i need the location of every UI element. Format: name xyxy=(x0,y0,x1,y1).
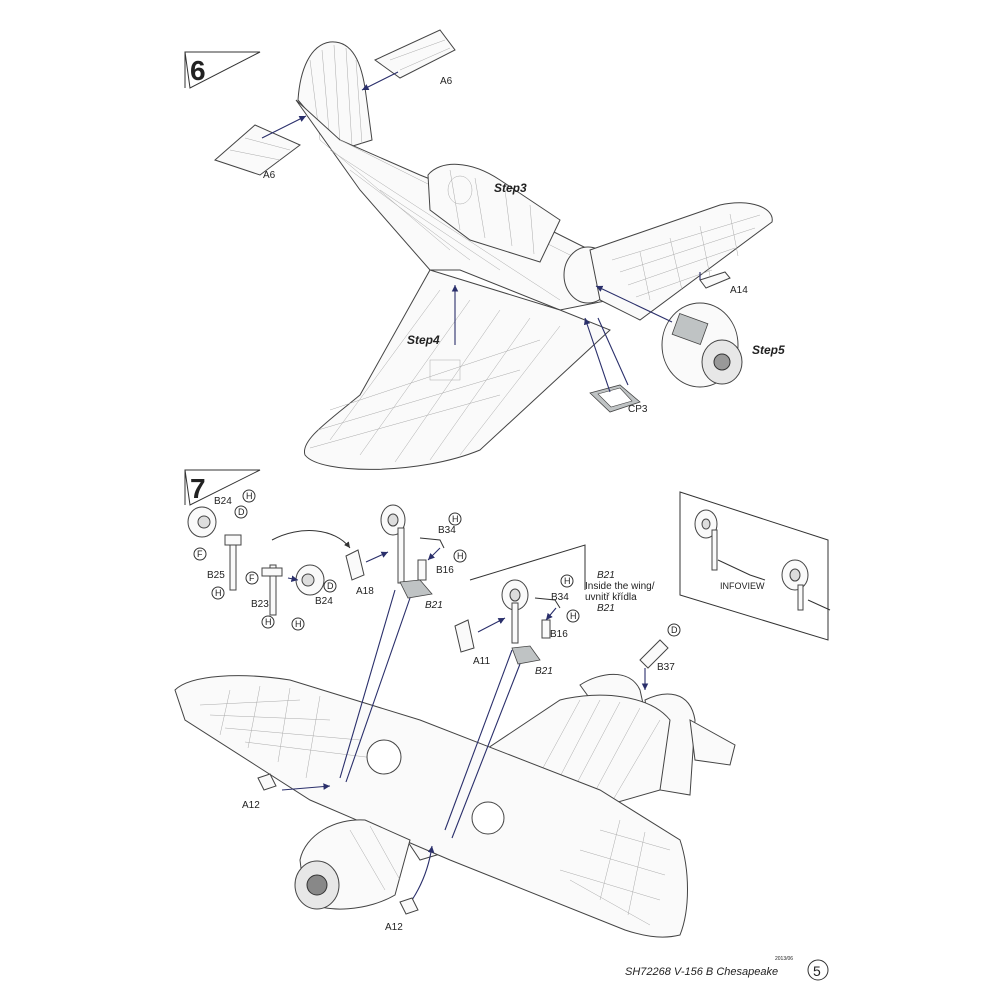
label-b24-b: B24 xyxy=(315,596,333,607)
svg-text:H: H xyxy=(457,551,464,561)
b37-part: D xyxy=(639,623,681,690)
step-7-number: 7 xyxy=(190,473,206,504)
step-7-aircraft xyxy=(174,673,736,938)
svg-text:H: H xyxy=(564,576,571,586)
svg-text:D: D xyxy=(327,581,334,591)
infoview-inset: INFOVIEW xyxy=(679,491,831,641)
label-a18: A18 xyxy=(356,586,374,597)
label-b34-b: B34 xyxy=(551,592,569,603)
step-6-arrows xyxy=(261,71,701,393)
label-a14: A14 xyxy=(730,285,748,296)
svg-text:B21: B21 xyxy=(597,570,615,581)
page-footer: 2013/06 SH72268 V-156 B Chesapeake 5 xyxy=(625,956,829,981)
step-7-center-gear-parts xyxy=(345,504,445,599)
label-a12-a: A12 xyxy=(242,800,260,811)
label-b16-b: B16 xyxy=(550,629,568,640)
svg-text:H: H xyxy=(295,619,302,629)
label-step3: Step3 xyxy=(494,181,527,195)
label-b25: B25 xyxy=(207,570,225,581)
svg-text:H: H xyxy=(452,514,459,524)
footer-title: SH72268 V-156 B Chesapeake xyxy=(625,966,778,978)
label-step4: Step4 xyxy=(407,333,440,347)
svg-text:D: D xyxy=(238,507,245,517)
label-cp3: CP3 xyxy=(628,404,648,415)
inside-wing-note: B21 Inside the wing/ uvnitř křídla B21 xyxy=(585,570,655,614)
step-7-right-gear-group xyxy=(454,544,586,665)
label-b24-a: B24 xyxy=(214,496,232,507)
label-step5: Step5 xyxy=(752,343,785,357)
step-7-left-landing-gear-parts xyxy=(187,506,351,616)
label-b37: B37 xyxy=(657,662,675,673)
step-7-header: 7 xyxy=(184,469,261,506)
a12-parts xyxy=(257,773,419,915)
page-number: 5 xyxy=(813,963,821,979)
label-b21-a: B21 xyxy=(425,600,443,611)
label-a12-b: A12 xyxy=(385,922,403,933)
svg-text:D: D xyxy=(671,625,678,635)
label-a11: A11 xyxy=(473,656,490,667)
step-6-header: 6 xyxy=(184,51,261,89)
svg-text:H: H xyxy=(246,491,253,501)
label-a6-left: A6 xyxy=(263,170,276,181)
svg-text:B21: B21 xyxy=(597,603,615,614)
svg-text:Inside the wing/: Inside the wing/ xyxy=(585,581,655,592)
footer-date: 2013/06 xyxy=(775,956,793,962)
svg-text:F: F xyxy=(249,573,255,583)
label-b21-b: B21 xyxy=(535,666,553,677)
svg-text:H: H xyxy=(570,611,577,621)
svg-text:uvnitř křídla: uvnitř křídla xyxy=(585,592,637,603)
svg-text:H: H xyxy=(265,617,272,627)
infoview-label: INFOVIEW xyxy=(720,581,765,591)
label-b34-a: B34 xyxy=(438,525,456,536)
svg-text:F: F xyxy=(197,549,203,559)
glue-marks-left: H D F H F D H H xyxy=(193,489,337,631)
label-b23: B23 xyxy=(251,599,269,610)
step-6-aircraft xyxy=(214,29,773,470)
step-6-number: 6 xyxy=(190,55,206,86)
step-7-leader-lines xyxy=(281,589,521,901)
svg-text:H: H xyxy=(215,588,222,598)
label-b16-a: B16 xyxy=(436,565,454,576)
label-a6-top: A6 xyxy=(440,76,453,87)
